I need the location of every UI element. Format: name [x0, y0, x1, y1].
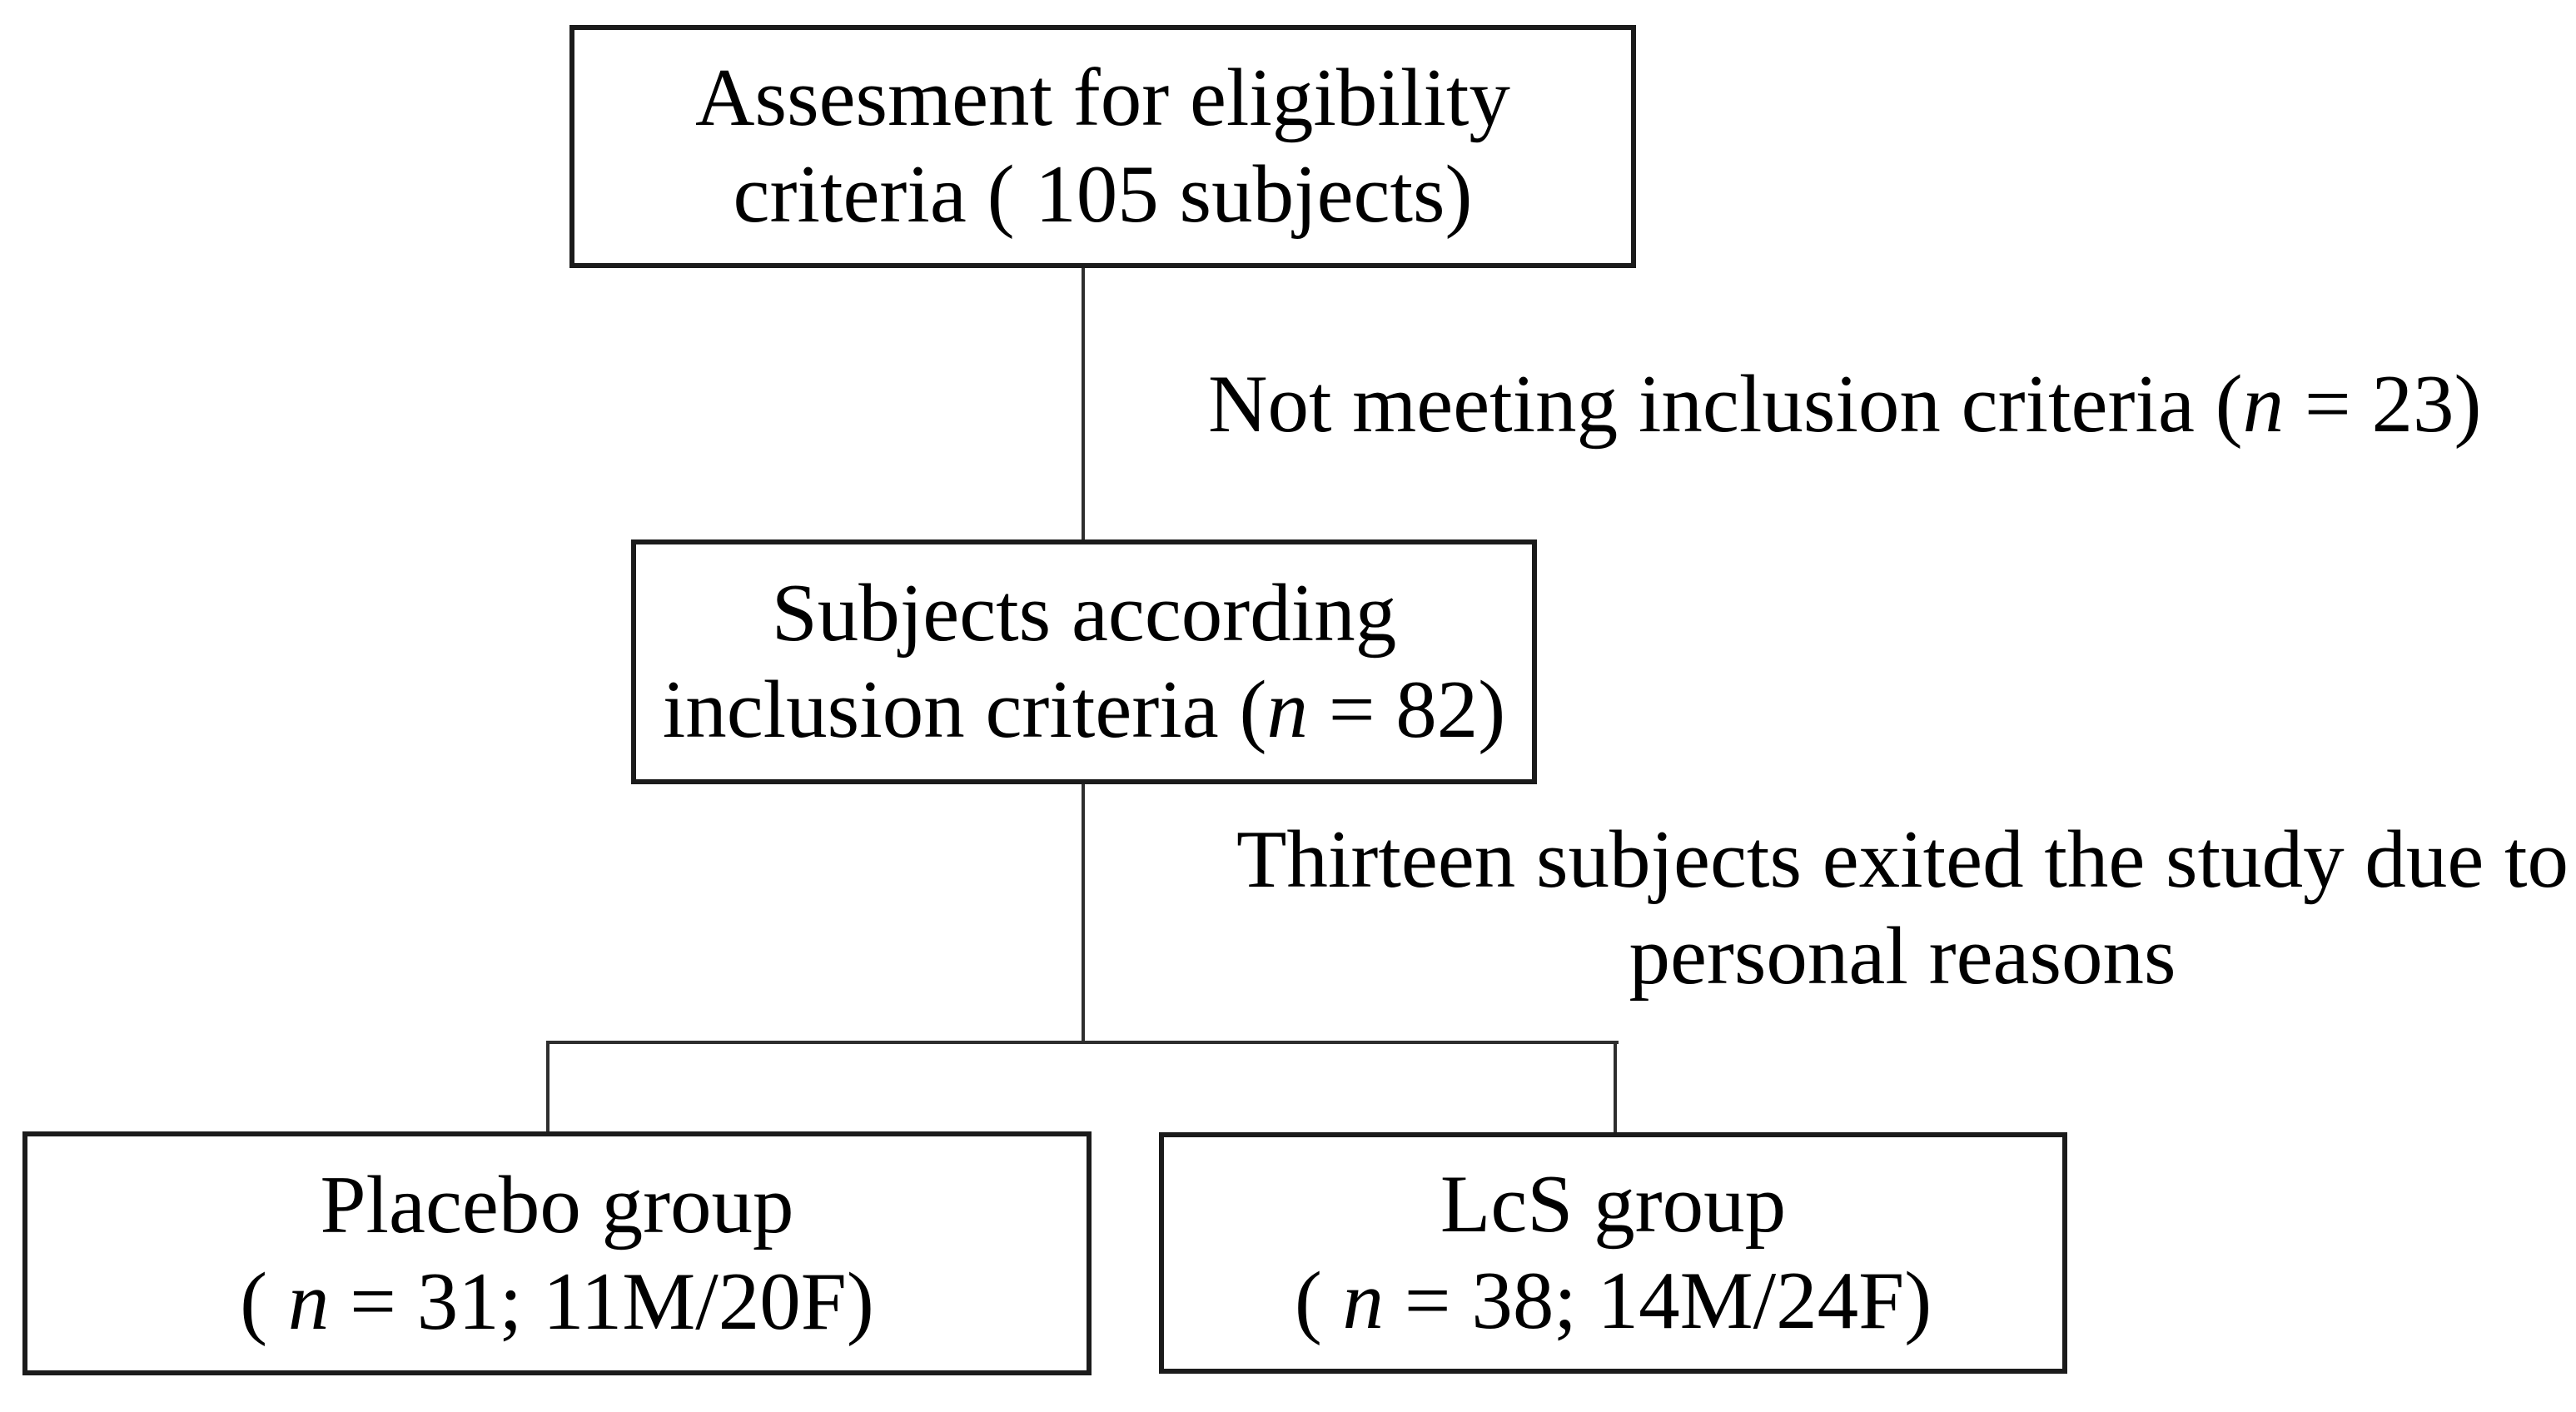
assessment-line2: criteria ( 105 subjects)	[733, 149, 1473, 240]
inclusion-line2-post: = 82)	[1307, 664, 1506, 755]
lcs-n-symbol: n	[1342, 1255, 1385, 1346]
dropout-line1: Thirteen subjects exited the study due t…	[1236, 814, 2569, 905]
placebo-group-box: Placebo group ( n = 31; 11M/20F)	[22, 1131, 1092, 1375]
placebo-line2-pre: (	[240, 1255, 288, 1347]
inclusion-box: Subjects according inclusion criteria (n…	[631, 539, 1537, 784]
branch-horizontal-line	[546, 1041, 1619, 1044]
lcs-line2: ( n = 38; 14M/24F)	[1295, 1253, 1932, 1350]
placebo-line1: Placebo group	[320, 1159, 794, 1250]
lcs-line1: LcS group	[1440, 1159, 1787, 1250]
assessment-line1: Assesment for eligibility	[695, 52, 1510, 144]
inclusion-line1: Subjects according	[771, 568, 1397, 659]
lcs-line2-pre: (	[1294, 1255, 1343, 1346]
inclusion-line2: inclusion criteria (n = 82)	[663, 662, 1506, 758]
branch-drop-right	[1614, 1041, 1617, 1134]
excluded-text-pre: Not meeting inclusion criteria (	[1208, 359, 2243, 450]
inclusion-n-symbol: n	[1266, 664, 1308, 755]
placebo-line2: ( n = 31; 11M/20F)	[240, 1254, 874, 1350]
excluded-text-post: = 23)	[2284, 359, 2482, 450]
dropout-annotation: Thirteen subjects exited the study due t…	[1230, 812, 2575, 1005]
placebo-n-symbol: n	[287, 1255, 330, 1347]
connector-inclusion-to-branch	[1082, 784, 1085, 1042]
placebo-line2-post: = 31; 11M/20F)	[329, 1255, 874, 1347]
inclusion-line2-pre: inclusion criteria (	[662, 664, 1267, 755]
dropout-line2: personal reasons	[1629, 910, 2176, 1002]
excluded-n-symbol: n	[2242, 359, 2285, 450]
lcs-group-box: LcS group ( n = 38; 14M/24F)	[1159, 1132, 2067, 1374]
branch-drop-left	[546, 1041, 550, 1133]
connector-assessment-to-inclusion	[1082, 268, 1085, 539]
lcs-line2-post: = 38; 14M/24F)	[1384, 1255, 1932, 1346]
excluded-annotation: Not meeting inclusion criteria (n = 23)	[1208, 356, 2481, 453]
assessment-box: Assesment for eligibility criteria ( 105…	[569, 25, 1636, 268]
